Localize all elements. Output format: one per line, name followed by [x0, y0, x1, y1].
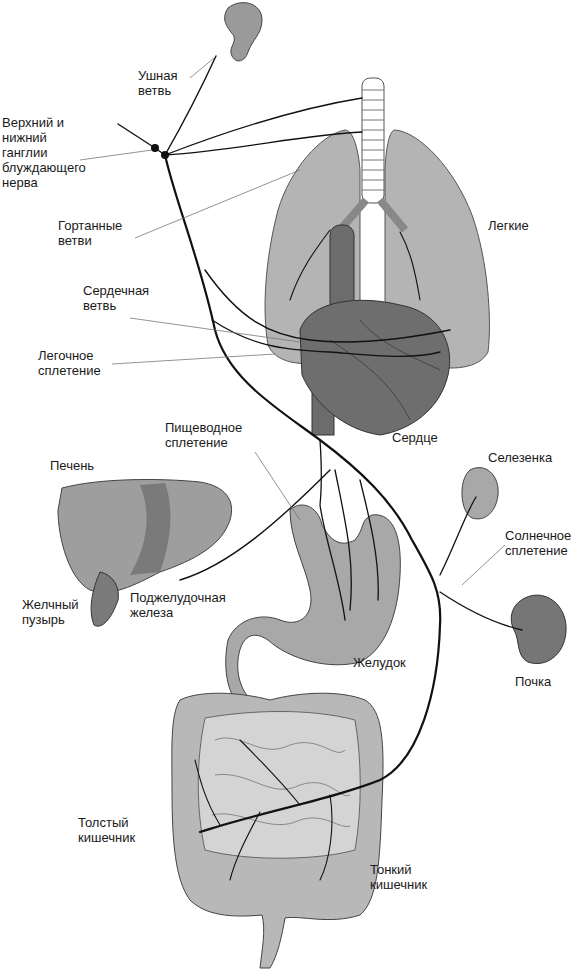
organ-label: Селезенка — [488, 450, 568, 465]
organ-label: Желчный пузырь — [22, 597, 92, 627]
bronchi — [340, 200, 405, 230]
leader-lines — [80, 58, 505, 585]
organ-label: Гортанные ветви — [58, 218, 136, 248]
heart — [300, 300, 450, 435]
organ-label: Почка — [515, 674, 575, 689]
organ-label: Верхний и нижний ганглии блуждающего нер… — [2, 115, 82, 190]
organ-label: Поджелудочная железа — [130, 590, 230, 620]
organ-label: Сердце — [392, 430, 462, 445]
organ-label: Солнечное сплетение — [505, 528, 581, 558]
ear — [225, 3, 262, 61]
stomach — [226, 505, 401, 708]
liver — [58, 480, 232, 593]
inferior-ganglion — [161, 151, 169, 159]
organ-label: Сердечная ветвь — [83, 283, 158, 313]
vagus-nerve — [118, 56, 522, 880]
liver-lobe — [130, 483, 170, 575]
organ-label: Печень — [50, 458, 120, 473]
organ-label: Легочное сплетение — [38, 348, 123, 378]
organ-label: Тонкий кишечник — [370, 862, 440, 892]
gallbladder — [91, 572, 118, 626]
superior-ganglion — [151, 144, 159, 152]
trachea-rings — [362, 90, 384, 190]
organ-label: Толстый кишечник — [78, 815, 142, 845]
spleen — [462, 468, 498, 519]
small-intestine — [198, 712, 360, 859]
organ-label: Желудок — [353, 655, 433, 670]
organ-label: Пищеводное сплетение — [165, 420, 260, 450]
organ-label: Ушная ветвь — [138, 68, 188, 98]
trachea — [362, 78, 384, 203]
organ-label: Легкие — [488, 218, 558, 233]
